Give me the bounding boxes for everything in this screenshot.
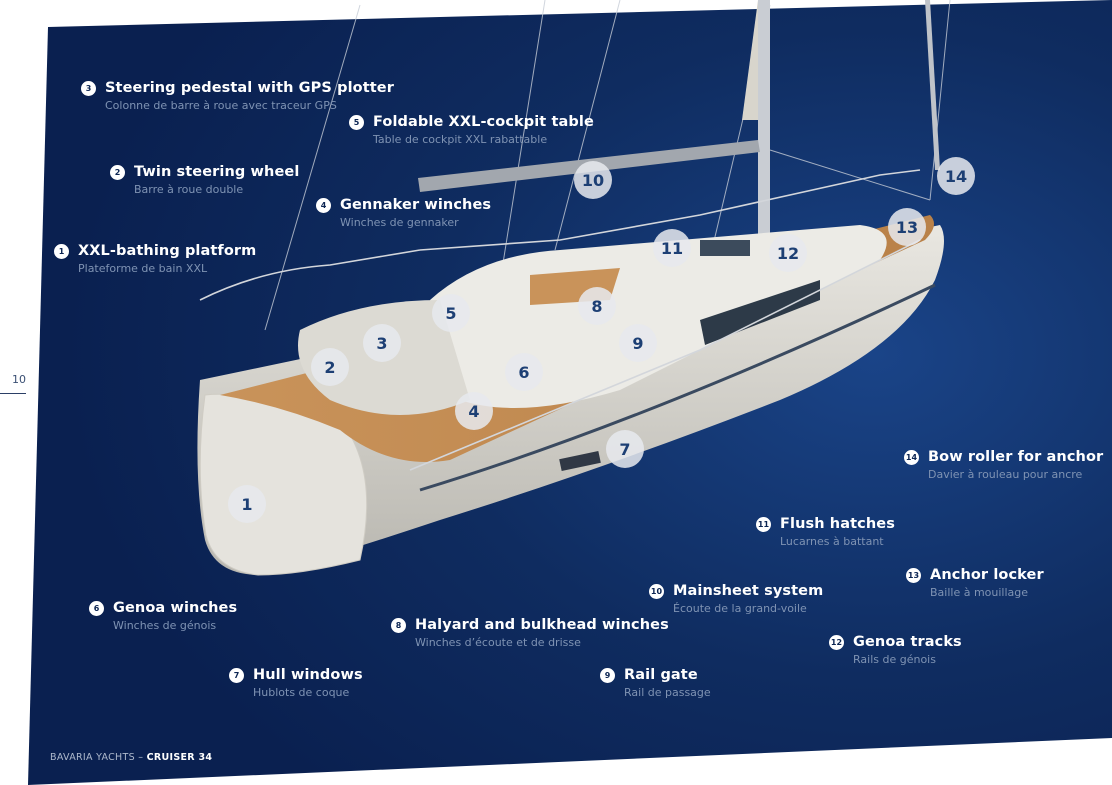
feature-subtitle: Colonne de barre à roue avec traceur GPS	[105, 99, 337, 112]
feature-title: Flush hatches	[780, 516, 895, 532]
feature-13: 13 Anchor locker Baille à mouillage	[906, 567, 1044, 599]
feature-6: 6 Genoa winches Winches de génois	[89, 600, 237, 632]
feature-number-badge: 7	[229, 667, 244, 683]
boat-marker-8: 8	[578, 287, 616, 325]
feature-number-badge: 2	[110, 164, 125, 180]
feature-title: Hull windows	[253, 667, 363, 683]
boat-marker-11: 11	[653, 229, 691, 267]
feature-2: 2 Twin steering wheel Barre à roue double	[110, 164, 299, 196]
feature-number-badge: 10	[649, 583, 664, 599]
feature-subtitle: Winches de gennaker	[340, 216, 459, 229]
feature-title: Halyard and bulkhead winches	[415, 617, 669, 633]
feature-subtitle: Plateforme de bain XXL	[78, 262, 208, 275]
feature-subtitle: Rails de génois	[853, 653, 936, 666]
boat-marker-2: 2	[311, 348, 349, 386]
footer-model: CRUISER 34	[146, 752, 213, 763]
feature-number-badge: 4	[316, 197, 331, 213]
feature-number-badge: 1	[54, 243, 69, 259]
page-number: 10	[12, 373, 26, 386]
feature-subtitle: Lucarnes à battant	[780, 535, 884, 548]
feature-3: 3 Steering pedestal with GPS plotter Colo…	[81, 80, 394, 112]
boat-marker-3: 3	[363, 324, 401, 362]
feature-8: 8 Halyard and bulkhead winches Winches d’…	[391, 617, 669, 649]
feature-9: 9 Rail gate Rail de passage	[600, 667, 711, 699]
boat-marker-1: 1	[228, 485, 266, 523]
feature-number-badge: 6	[89, 600, 104, 616]
feature-subtitle: Davier à rouleau pour ancre	[928, 468, 1083, 481]
feature-title: Steering pedestal with GPS plotter	[105, 80, 394, 96]
feature-1: 1 XXL-bathing platform Plateforme de bain…	[54, 243, 256, 275]
feature-title: Twin steering wheel	[134, 164, 300, 180]
feature-subtitle: Winches de génois	[113, 619, 217, 632]
feature-subtitle: Baille à mouillage	[930, 586, 1029, 599]
feature-number-badge: 14	[904, 449, 919, 465]
footer-brand: BAVARIA YACHTS –	[50, 752, 147, 763]
feature-7: 7 Hull windows Hublots de coque	[229, 667, 363, 699]
feature-title: Bow roller for anchor	[928, 449, 1104, 465]
feature-subtitle: Hublots de coque	[253, 686, 350, 699]
feature-number-badge: 8	[391, 617, 406, 633]
feature-12: 12 Genoa tracks Rails de génois	[829, 634, 962, 666]
boat-marker-12: 12	[769, 234, 807, 272]
boat-marker-6: 6	[505, 353, 543, 391]
feature-14: 14 Bow roller for anchor Davier à rouleau…	[904, 449, 1103, 481]
feature-title: Gennaker winches	[340, 197, 492, 213]
feature-title: Rail gate	[624, 667, 698, 683]
feature-title: Genoa winches	[113, 600, 238, 616]
feature-10: 10 Mainsheet system Écoute de la grand-vo…	[649, 583, 823, 615]
feature-subtitle: Écoute de la grand-voile	[673, 602, 807, 615]
feature-4: 4 Gennaker winches Winches de gennaker	[316, 197, 491, 229]
feature-number-badge: 12	[829, 634, 844, 650]
page-number-rule	[0, 393, 26, 394]
feature-number-badge: 11	[756, 516, 771, 532]
feature-subtitle: Rail de passage	[624, 686, 711, 699]
feature-subtitle: Winches d’écoute et de drisse	[415, 636, 581, 649]
feature-subtitle: Table de cockpit XXL rabattable	[373, 133, 548, 146]
boat-marker-13: 13	[888, 208, 926, 246]
feature-subtitle: Barre à roue double	[134, 183, 244, 196]
feature-number-badge: 3	[81, 80, 96, 96]
feature-title: Mainsheet system	[673, 583, 824, 599]
boat-marker-4: 4	[455, 392, 493, 430]
feature-11: 11 Flush hatches Lucarnes à battant	[756, 516, 895, 548]
feature-title: Anchor locker	[930, 567, 1044, 583]
boat-marker-14: 14	[937, 157, 975, 195]
feature-number-badge: 9	[600, 667, 615, 683]
feature-title: XXL-bathing platform	[78, 243, 257, 259]
boat-marker-10: 10	[574, 161, 612, 199]
feature-5: 5 Foldable XXL-cockpit table Table de coc…	[349, 114, 594, 146]
boat-marker-9: 9	[619, 324, 657, 362]
feature-title: Foldable XXL-cockpit table	[373, 114, 594, 130]
feature-title: Genoa tracks	[853, 634, 962, 650]
feature-number-badge: 5	[349, 114, 364, 130]
footer: BAVARIA YACHTS – CRUISER 34	[50, 752, 212, 763]
boat-marker-5: 5	[432, 294, 470, 332]
boat-marker-7: 7	[606, 430, 644, 468]
feature-number-badge: 13	[906, 567, 921, 583]
